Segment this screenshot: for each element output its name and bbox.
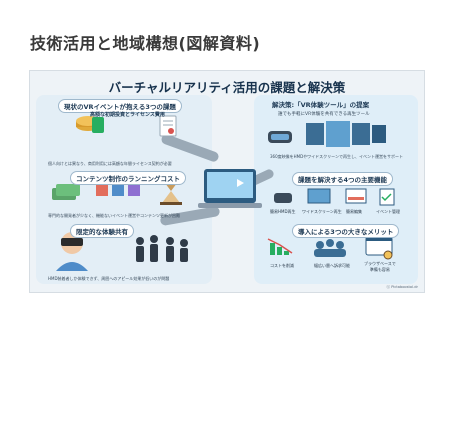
issue2-note: 専門的な開発者が少なく、機能ないイベント運営やコンテンツ更新が困難: [48, 213, 180, 218]
issue2-title: コンテンツ制作のランニングコスト: [70, 171, 186, 185]
merit-label: ブラウザベースで 準備も容易: [364, 261, 396, 272]
feature-icon-screen: [307, 188, 331, 204]
issue1-note: 個人向けとは異なり、商用利用には高額な年間ライセンス契約が必要: [48, 161, 172, 166]
page-title: 技術活用と地域構想(図解資料): [30, 34, 261, 53]
feature-label: 簡易HMD再生: [270, 209, 296, 214]
feature-label: 簡易編集: [346, 209, 362, 214]
audience-icon: [314, 239, 346, 257]
feature-icon-hmd: [274, 193, 292, 203]
cost-down-icon: [267, 238, 293, 255]
features-heading: 課題を解決する4つの主要機能: [292, 172, 394, 186]
infographic-title: バーチャルリアリティ活用の課題と解決策: [108, 80, 346, 95]
wide-screen-icon: [306, 121, 386, 147]
solution-heading: 解決策:「VR体験ツール」の提案: [272, 101, 370, 109]
merit-label: コストを削減: [270, 263, 294, 268]
image-credit: ⓒ Pictaboostol.dr: [386, 285, 418, 289]
coins-icon: [76, 116, 104, 133]
feature-icon-edit: [345, 188, 367, 204]
feature-label: イベント管理: [376, 209, 400, 214]
infographic-image: バーチャルリアリティ活用の課題と解決策: [29, 70, 425, 293]
merits-heading: 導入による3つの大きなメリット: [292, 224, 400, 238]
vr-headset-icon: [268, 131, 292, 143]
money-icon: [52, 184, 80, 200]
cube-icon: [96, 184, 140, 196]
feature-label: ワイドスクリーン再生: [302, 209, 342, 214]
browser-icon: [365, 236, 393, 260]
feature-icon-event: [379, 188, 395, 206]
issue1-title: 高額な初期投資とライセンス費用: [90, 112, 165, 118]
laptop-icon: [198, 169, 262, 208]
solution-sub: 誰でも手軽にVR体験を共有できる再生ツール: [278, 112, 370, 117]
issue3-title: 限定的な体験共有: [70, 224, 134, 238]
contract-icon: [159, 115, 177, 137]
solution-note: 360度映像をHMDやワイドスクリーンで再生し、イベント運営をサポート: [270, 154, 403, 159]
issue3-note: HMD装着者しか体験できず、周囲へのアピール効果が低いのが問題: [48, 276, 170, 281]
merit-label: 幅広い層へ訴求可能: [314, 263, 350, 268]
people-silhouette-icon: [136, 235, 188, 262]
issues-heading: 現状のVRイベントが抱える3つの課題: [58, 99, 182, 113]
